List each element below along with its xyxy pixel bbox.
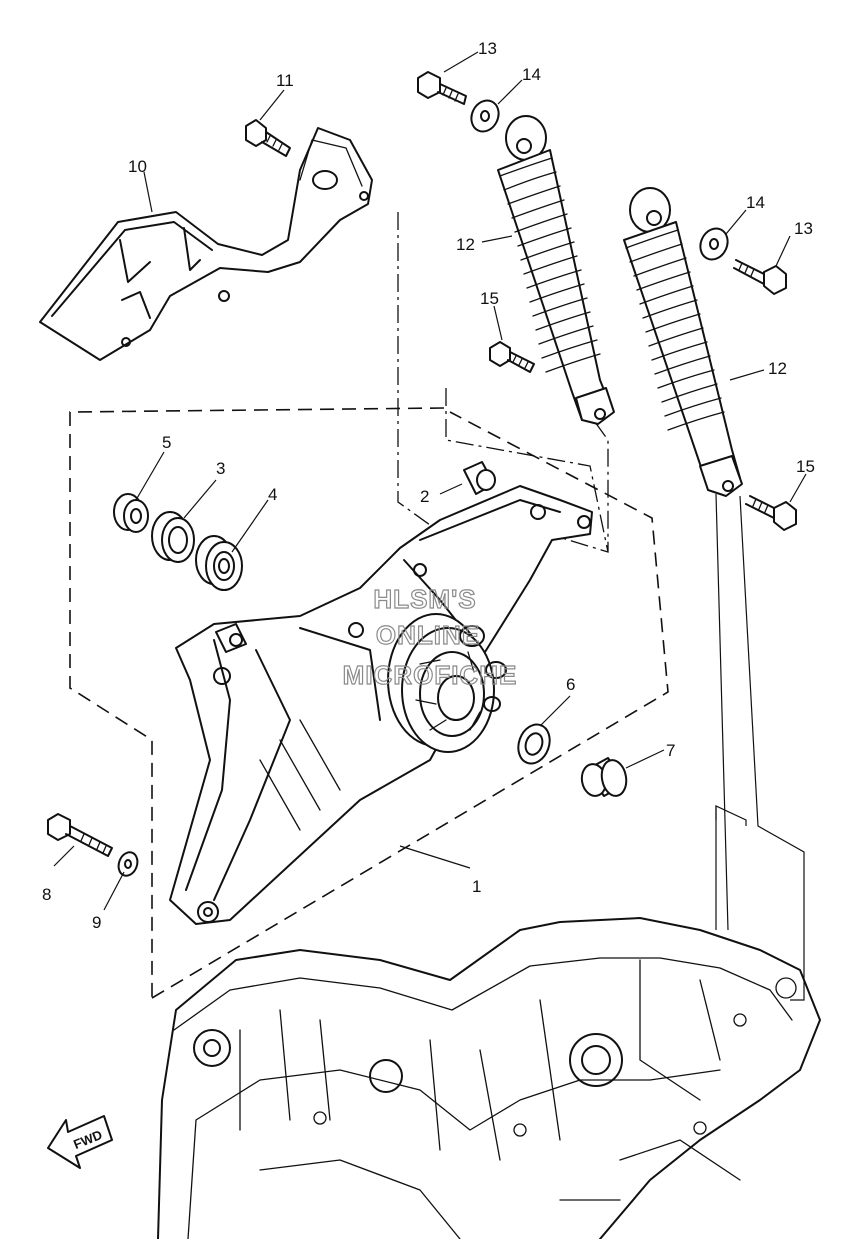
watermark-line-1: HLSM'S: [373, 584, 476, 614]
part-11-bolt[interactable]: [245, 119, 291, 157]
callout-10: 10: [128, 157, 147, 176]
callout-14-right: 14: [746, 193, 765, 212]
part-12-shock-absorber-left[interactable]: [497, 115, 615, 425]
callout-2: 2: [420, 487, 429, 506]
callout-15-right: 15: [796, 457, 815, 476]
callout-7: 7: [666, 741, 675, 760]
callout-6: 6: [566, 675, 575, 694]
part-12-shock-absorber-right[interactable]: [623, 187, 743, 497]
callout-15-left: 15: [480, 289, 499, 308]
callout-leaders: [53, 51, 807, 911]
callout-3: 3: [216, 459, 225, 478]
part-15-bolt-left[interactable]: [489, 341, 535, 373]
callout-13-right: 13: [794, 219, 813, 238]
part-13-bolt-right[interactable]: [733, 259, 787, 295]
assembly-boundary: [69, 212, 669, 999]
watermark-line-2: ONLINE: [376, 620, 480, 650]
watermark: HLSM'S ONLINE MICROFICHE: [342, 583, 518, 690]
part-1-rear-arm[interactable]: [169, 485, 593, 925]
watermark-line-3: MICROFICHE: [343, 660, 518, 690]
callout-numbers: 1 2 3 4 5 6 7 8 9 10 11 12 12 13 13 14 1…: [42, 39, 815, 932]
part-9-washer[interactable]: [115, 850, 140, 879]
callout-5: 5: [162, 433, 171, 452]
part-14-washer-upper[interactable]: [466, 96, 503, 136]
part-10-cover[interactable]: [39, 127, 373, 361]
part-8-bolt[interactable]: [47, 813, 113, 857]
part-15-bolt-right[interactable]: [745, 495, 797, 531]
part-2-collar[interactable]: [463, 461, 496, 495]
callout-12-left: 12: [456, 235, 475, 254]
reference-lines: [715, 493, 805, 1001]
callout-12-right: 12: [768, 359, 787, 378]
part-6-oil-seal[interactable]: [513, 720, 555, 768]
forward-direction-arrow: FWD: [47, 1115, 113, 1169]
part-14-washer-right[interactable]: [695, 224, 732, 264]
callout-8: 8: [42, 885, 51, 904]
part-3-oil-seal[interactable]: [151, 511, 195, 563]
callout-14-upper: 14: [522, 65, 541, 84]
callout-4: 4: [268, 485, 277, 504]
part-4-bearing[interactable]: [195, 535, 243, 591]
callout-9: 9: [92, 913, 101, 932]
callout-13-upper: 13: [478, 39, 497, 58]
part-13-bolt-upper[interactable]: [417, 71, 467, 105]
engine-crankcase: [157, 917, 821, 1239]
part-5-collar[interactable]: [113, 493, 149, 533]
callout-11: 11: [276, 71, 294, 90]
part-7-collar[interactable]: [579, 757, 629, 798]
callout-1: 1: [472, 877, 481, 896]
